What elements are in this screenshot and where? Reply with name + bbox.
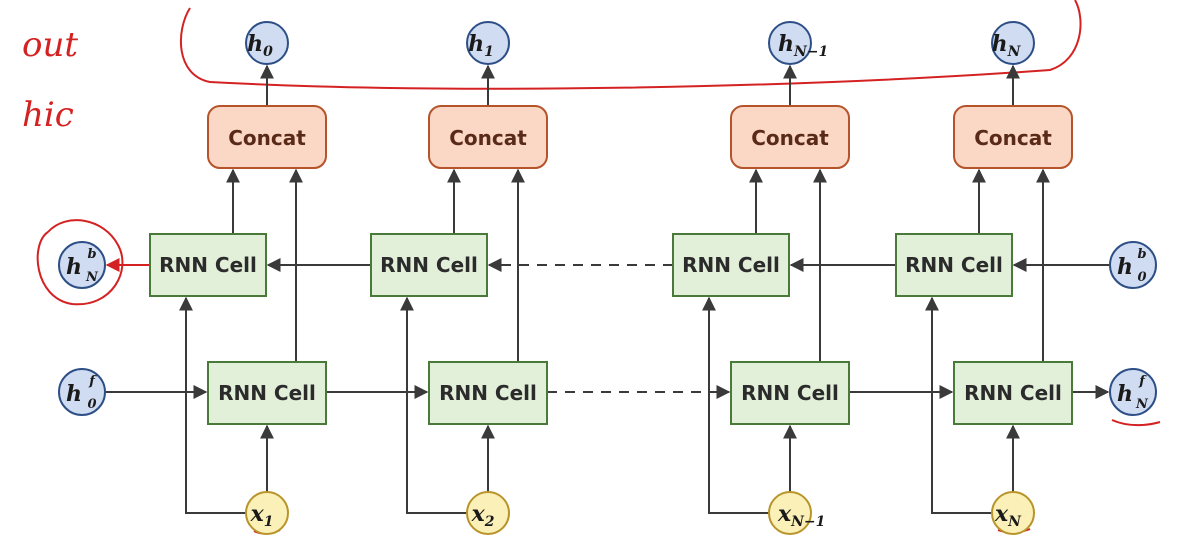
concat-label: Concat [449,126,527,150]
input-node-x2: x2 [466,491,510,535]
svg-text:x2: x2 [471,501,495,530]
rnn-cell-label: RNN Cell [964,381,1062,405]
output-node-h1: h1 [466,21,510,65]
concat-label: Concat [974,126,1052,150]
rnn-cell-label: RNN Cell [218,381,316,405]
edge-input-to-backward [925,296,992,514]
rnn-cell-label: RNN Cell [741,381,839,405]
svg-text:b: b [1137,247,1146,262]
svg-text:xN: xN [994,501,1022,530]
svg-text:0: 0 [87,397,96,412]
forward-rnn-cell-1: RNN Cell [428,361,548,425]
svg-text:hN−1: hN−1 [778,31,828,60]
annotation-circle-hbN [36,219,124,306]
concat-block-0: Concat [207,105,327,169]
backward-rnn-cell-3: RNN Cell [895,233,1013,297]
input-node-x1: x1 [245,491,289,535]
rnn-cell-label: RNN Cell [682,253,780,277]
svg-text:N: N [85,270,99,285]
rnn-cell-label: RNN Cell [905,253,1003,277]
output-node-hN: hN [991,21,1035,65]
edge-input-to-backward [400,296,467,514]
annotation-outputs-loop [179,0,1082,90]
output-node-hN-1: hN−1 [768,21,828,65]
svg-text:N: N [1135,397,1149,412]
svg-text:hN: hN [992,31,1022,60]
input-node-xN-1: xN−1 [768,491,825,535]
concat-block-3: Concat [953,105,1073,169]
edges [105,64,1110,514]
concat-label: Concat [751,126,829,150]
annotation-hic: hic [22,95,74,135]
backward-rnn-cell-1: RNN Cell [370,233,488,297]
forward-rnn-cell-3: RNN Cell [953,361,1073,425]
hidden-node-hbN: h b N [58,241,106,289]
backward-rnn-cell-0: RNN Cell [149,233,267,297]
annotation-out: out [22,25,78,65]
annotation-underline-hfN [1111,419,1161,427]
rnn-cell-label: RNN Cell [159,253,257,277]
svg-text:h: h [66,381,82,407]
concat-block-2: Concat [730,105,850,169]
svg-text:f: f [88,374,97,389]
svg-text:h: h [1117,254,1133,280]
svg-text:f: f [1138,374,1147,389]
svg-text:h: h [66,254,82,280]
backward-rnn-cell-2: RNN Cell [672,233,790,297]
svg-text:h1: h1 [468,31,494,60]
output-node-h0: h0 [245,21,289,65]
hidden-node-hf0: h f 0 [58,368,106,416]
svg-text:b: b [87,247,96,262]
input-node-xN: xN [991,491,1035,535]
rnn-cell-label: RNN Cell [439,381,537,405]
forward-rnn-cell-0: RNN Cell [207,361,327,425]
svg-text:x1: x1 [250,501,274,530]
hidden-node-hb0: h b 0 [1109,241,1157,289]
svg-text:0: 0 [1137,270,1146,285]
hidden-node-hfN: h f N [1109,368,1157,416]
edge-input-to-backward [179,296,246,514]
forward-rnn-cell-2: RNN Cell [730,361,850,425]
svg-text:h0: h0 [247,31,273,60]
svg-text:xN−1: xN−1 [777,501,825,530]
edge-input-to-backward [702,296,769,514]
concat-block-1: Concat [428,105,548,169]
rnn-cell-label: RNN Cell [380,253,478,277]
concat-label: Concat [228,126,306,150]
svg-text:h: h [1117,381,1133,407]
